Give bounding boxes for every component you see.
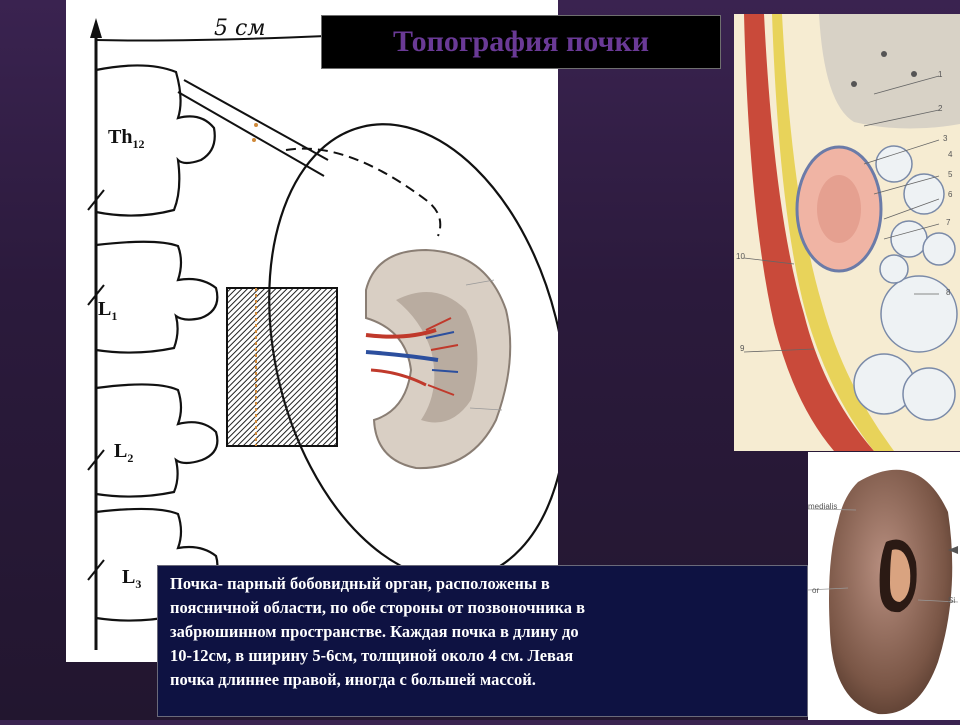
caption-line: 10-12см, в ширину 5-6см, толщиной около … xyxy=(170,646,574,665)
vertebra-label-l3: L3 xyxy=(122,566,142,591)
slide-title-box: Топография почки xyxy=(321,15,721,69)
caption-line: забрюшинном пространстве. Каждая почка в… xyxy=(170,622,579,641)
axis-arrow xyxy=(90,18,102,38)
vertebra-label-l1: L1 xyxy=(98,298,118,323)
caption-line: почка длиннее правой, иногда с большей м… xyxy=(170,670,536,689)
kidney-specimen-image: medialis or Si xyxy=(807,452,960,720)
scale-bracket xyxy=(95,34,329,51)
vertebra-label-l2: L2 xyxy=(114,440,134,465)
hatched-region xyxy=(226,287,338,447)
kidney-specimen-drawing xyxy=(807,469,959,715)
caption-line: поясничной области, по обе стороны от по… xyxy=(170,598,586,617)
caption-box: Почка- парный бобовидный орган, располож… xyxy=(157,565,808,717)
kidney-illustration xyxy=(365,248,512,470)
slide-title: Топография почки xyxy=(392,25,650,58)
cross-section-illustration: 1 2 3 4 5 6 7 8 9 10 xyxy=(734,14,960,451)
cross-section-drawing xyxy=(734,14,960,451)
topography-diagram: 5 см Th12 L1 L2 L3 xyxy=(66,0,558,662)
vertebra-label-th12: Th12 xyxy=(108,126,145,151)
spine-kidney-drawing xyxy=(87,18,558,650)
scale-label: 5 см xyxy=(214,16,266,41)
caption-line: Почка- парный бобовидный орган, располож… xyxy=(170,574,550,593)
